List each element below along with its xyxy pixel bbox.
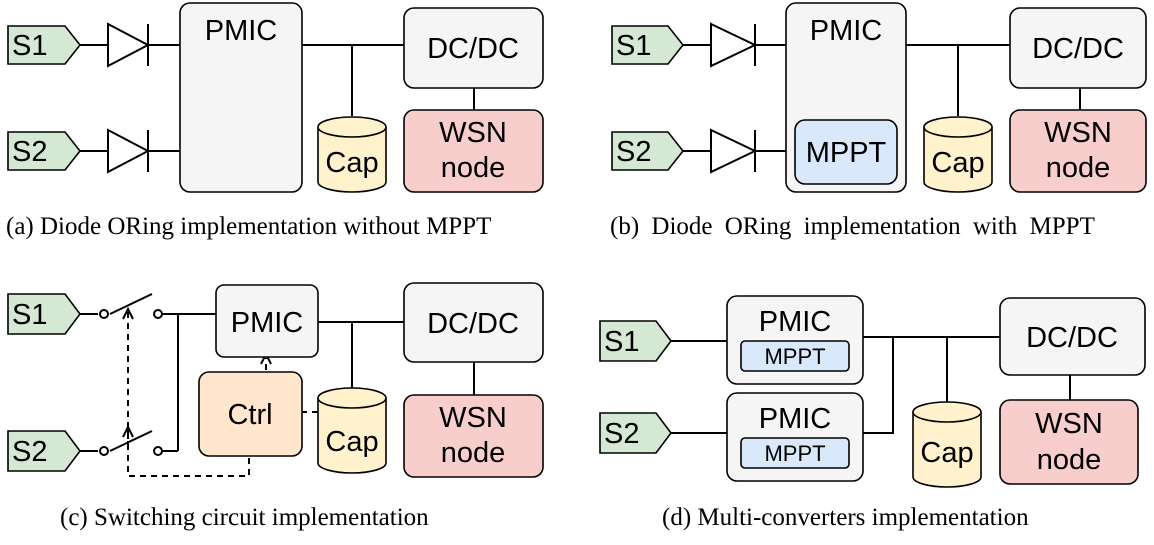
source-s2-label: S2 [12, 436, 47, 468]
source-s1: S1 [7, 25, 82, 65]
wsn-node-block: WSN node [999, 399, 1139, 485]
source-s2: S2 [7, 131, 82, 171]
mppt-block [740, 437, 850, 469]
mppt-label: MPPT [806, 137, 887, 169]
mppt-label: MPPT [764, 441, 825, 466]
pmic-label: PMIC [231, 307, 304, 339]
panel-b: S1 S2 PMIC MPPT DC/DC Cap WSN node [611, 2, 1147, 193]
diode-icon [710, 22, 758, 68]
wsn-label-line2: node [441, 152, 506, 184]
panel-d-bus-wires [863, 336, 1071, 434]
ctrl-block: Ctrl [198, 371, 303, 457]
mppt-label: MPPT [764, 344, 825, 369]
capacitor-icon: Cap [317, 387, 387, 474]
source-s2: S2 [7, 430, 81, 472]
panel-d-source-wires [671, 340, 727, 434]
pmic-label: PMIC [205, 15, 278, 47]
cap-label: Cap [931, 147, 984, 179]
capacitor-icon: Cap [923, 116, 993, 193]
pmic-label: PMIC [810, 15, 883, 47]
pmic-label: PMIC [759, 306, 832, 338]
mppt-block [794, 119, 898, 185]
wsn-label-line1: WSN [1044, 117, 1112, 149]
source-s2-label: S2 [616, 136, 651, 168]
dcdc-block: DC/DC [999, 297, 1146, 376]
pmic-block: PMIC [179, 2, 303, 193]
source-s2: S2 [611, 131, 685, 171]
dcdc-label: DC/DC [427, 308, 519, 340]
wsn-label-line1: WSN [1035, 408, 1103, 440]
wsn-label-line2: node [441, 437, 506, 469]
wsn-label-line2: node [1037, 444, 1102, 476]
caption-a: (a) Diode ORing implementation without M… [6, 213, 492, 240]
wsn-node-block: WSN node [1009, 109, 1147, 193]
panel-a-source-wires [80, 44, 180, 152]
diode-icon [107, 128, 151, 174]
cap-label: Cap [325, 426, 378, 458]
wsn-node-block: WSN node [403, 109, 544, 193]
ctrl-label: Ctrl [227, 399, 272, 431]
capacitor-icon: Cap [912, 401, 982, 488]
source-s1: S1 [611, 25, 685, 65]
pmic-block: PMIC [215, 284, 319, 358]
wsn-label-line1: WSN [439, 402, 507, 434]
pmic-block-1: PMIC MPPT [726, 295, 864, 385]
source-s1-label: S1 [12, 299, 47, 331]
mppt-block [740, 340, 850, 372]
pmic-label: PMIC [759, 403, 832, 435]
dcdc-label: DC/DC [1026, 322, 1118, 354]
switch-2-wires [80, 430, 178, 452]
source-s1: S1 [599, 320, 672, 362]
source-s2-label: S2 [604, 418, 639, 450]
caption-d: (d) Multi-converters implementation [662, 504, 1029, 531]
caption-b: (b) Diode ORing implementation with MPPT [610, 213, 1095, 240]
panel-d: S1 S2 PMIC MPPT PMIC MPPT DC/DC Cap [599, 295, 1146, 488]
dcdc-label: DC/DC [1032, 33, 1124, 65]
panel-c: S1 S2 PMIC Ctrl DC/DC Cap WSN node [7, 282, 544, 478]
panel-b-source-wires [683, 44, 786, 152]
source-s1-label: S1 [604, 326, 639, 358]
wsn-node-block: WSN node [403, 394, 544, 478]
dcdc-label: DC/DC [427, 33, 519, 65]
source-s1-label: S1 [616, 30, 651, 62]
source-s2-label: S2 [12, 136, 47, 168]
source-s1-label: S1 [12, 30, 47, 62]
cap-label: Cap [325, 147, 378, 179]
pmic-block: PMIC MPPT [785, 2, 907, 193]
dcdc-block: DC/DC [1009, 7, 1147, 89]
panel-c-bus-wires [318, 321, 475, 395]
caption-c: (c) Switching circuit implementation [60, 504, 429, 531]
panel-a: S1 S2 PMIC DC/DC Cap WSN node [7, 2, 544, 193]
wsn-label-line1: WSN [439, 117, 507, 149]
diode-icon [710, 128, 758, 174]
cap-label: Cap [920, 437, 973, 469]
panel-a-bus-wires [302, 44, 475, 116]
dcdc-block: DC/DC [403, 7, 544, 89]
capacitor-icon: Cap [317, 116, 387, 193]
source-s1: S1 [7, 293, 81, 335]
wsn-label-line2: node [1046, 152, 1111, 184]
diode-icon [107, 22, 151, 68]
dcdc-block: DC/DC [403, 282, 544, 363]
control-dashed-lines [127, 312, 318, 477]
panel-b-bus-wires [906, 44, 1081, 116]
pmic-block-2: PMIC MPPT [726, 392, 864, 482]
switch-1-wires [80, 293, 216, 451]
source-s2: S2 [599, 412, 672, 454]
